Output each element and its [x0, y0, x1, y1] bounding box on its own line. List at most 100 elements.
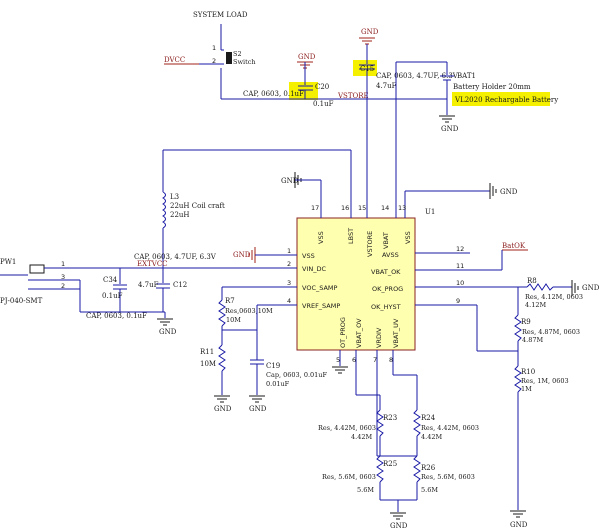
r24-val: 4.42M — [421, 433, 442, 441]
resistor-r9 — [514, 314, 522, 342]
pin-num-11: 11 — [456, 262, 464, 270]
r10-ref: R10 — [521, 368, 535, 376]
pin-name-8: VBAT_UV — [392, 318, 400, 348]
pin-name-2: VIN_DC — [302, 265, 326, 273]
pin-name-4: VREF_SAMP — [302, 302, 340, 310]
c34-ref: C34 — [103, 276, 118, 284]
vstore-label: VSTORE — [337, 92, 369, 100]
pin-num-17: 17 — [311, 204, 319, 212]
r9-val: 4.87M — [522, 336, 543, 344]
r9-desc: Res, 4.87M, 0603 — [522, 328, 580, 336]
pin-num-12: 12 — [456, 245, 464, 253]
pin-name-1: VSS — [302, 252, 315, 260]
r26-val: 5.6M — [421, 486, 438, 494]
gnd-c19-label: GND — [249, 405, 267, 413]
pin-num-5: 5 — [336, 356, 340, 364]
resistor-r26 — [413, 455, 421, 483]
pin-name-6: VBAT_OV — [355, 318, 363, 348]
l3-desc: 22uH Coil craft — [170, 202, 225, 210]
l3-ref: L3 — [170, 193, 179, 201]
c12-val: 4.7uF — [138, 281, 159, 289]
gnd-r8-label: GND — [582, 284, 600, 292]
pin-name-14: VBAT — [382, 232, 390, 249]
pin-name-7: VRDIV — [375, 327, 383, 348]
system-load-label: SYSTEM LOAD — [193, 11, 248, 19]
switch-pin-2: 2 — [212, 57, 216, 65]
c19-desc: Cap, 0603, 0.01uF — [266, 371, 327, 379]
dvcc-label: DVCC — [164, 56, 185, 64]
r11-val: 10M — [200, 360, 216, 368]
pin-name-10: OK_PROG — [372, 285, 403, 293]
switch-pin-1: 1 — [212, 44, 216, 52]
r26-ref: R26 — [421, 464, 436, 472]
r25-ref: R25 — [383, 460, 397, 468]
resistor-r25 — [376, 455, 384, 483]
gnd-bottom-label: GND — [390, 522, 408, 530]
pin-num-6: 6 — [352, 356, 356, 364]
highlight-battery — [452, 92, 550, 106]
pin-name-9: OK_HYST — [371, 303, 401, 311]
pw1-ref: PW1 — [0, 258, 16, 266]
gnd-r11-label: GND — [214, 405, 232, 413]
pin-name-5: OT_PROG — [339, 317, 347, 348]
pw1-part: PJ-040-SMT — [0, 297, 43, 305]
r25-desc: Res, 5.6M, 0603 — [322, 473, 376, 481]
pin-name-16: LBST — [347, 228, 355, 244]
r23-ref: R23 — [383, 414, 397, 422]
gnd-r10-label: GND — [510, 521, 528, 529]
bat-val: VL2020 Rechargable Battery — [454, 96, 558, 104]
r8-ref: R8 — [527, 277, 537, 285]
r7-ref: R7 — [225, 297, 235, 305]
gnd-main-label: GND — [159, 328, 177, 336]
bat-ref: BAT1 — [457, 72, 476, 80]
r25-val: 5.6M — [357, 486, 374, 494]
pin-num-8: 8 — [389, 356, 393, 364]
c12-desc: CAP, 0603, 4.7UF, 6.3V — [134, 253, 217, 261]
c19-val: 0.01uF — [266, 380, 290, 388]
l3-val: 22uH — [170, 211, 190, 219]
c15-desc: CAP, 0603, 4.7UF, 6.3V — [376, 72, 459, 80]
highlight-c15 — [353, 60, 377, 76]
c19-ref: C19 — [266, 362, 280, 370]
pin-num-2: 2 — [287, 260, 291, 268]
resistor-r8 — [526, 283, 554, 291]
pin-name-12: AVSS — [382, 251, 399, 259]
c20-ref: C20 — [315, 83, 329, 91]
pw1-jack — [29, 264, 45, 274]
r9-ref: R9 — [521, 318, 531, 326]
pin-name-13: VSS — [404, 231, 412, 244]
pin-name-11: VBAT_OK — [371, 268, 401, 276]
pin-num-3: 3 — [287, 279, 291, 287]
ic-u1-body — [296, 217, 416, 351]
r7-desc: Res,0603,10M — [225, 307, 273, 315]
pin-num-9: 9 — [456, 297, 460, 305]
pin-num-4: 4 — [287, 297, 291, 305]
resistor-r7 — [218, 299, 226, 327]
pw1-pin-1: 1 — [61, 260, 65, 268]
r24-desc: Res, 4.42M, 0603 — [421, 424, 479, 432]
r11-ref: R11 — [200, 348, 214, 356]
r10-val: 1M — [521, 385, 532, 393]
c12-ref: C12 — [173, 281, 187, 289]
gnd-c15-label: GND — [361, 28, 379, 36]
resistor-r11 — [218, 344, 226, 372]
r7-val: 10M — [226, 316, 241, 324]
pin-num-7: 7 — [373, 356, 377, 364]
r23-val: 4.42M — [351, 433, 372, 441]
extvcc-label: EXTVCC — [137, 260, 168, 268]
r8-desc: Res, 4.12M, 0603 — [525, 293, 583, 301]
pin-num-10: 10 — [456, 279, 464, 287]
switch-ref: S2 — [233, 50, 242, 58]
c34-desc: CAP, 0603, 0.1uF — [86, 312, 147, 320]
inductor-l3 — [162, 191, 166, 229]
gnd-pin1-label: GND — [233, 251, 251, 259]
c20-val: 0.1uF — [313, 100, 334, 108]
pw1-pin-3: 3 — [61, 273, 65, 281]
pw1-pin-2: 2 — [61, 282, 65, 290]
r10-desc: Res, 1M, 0603 — [521, 377, 569, 385]
r23-desc: Res, 4.42M, 0603 — [318, 424, 376, 432]
gnd-top-left-label: GND — [281, 177, 299, 185]
pin-name-3: VOC_SAMP — [302, 284, 338, 292]
batok-label: BatOK — [502, 242, 526, 250]
